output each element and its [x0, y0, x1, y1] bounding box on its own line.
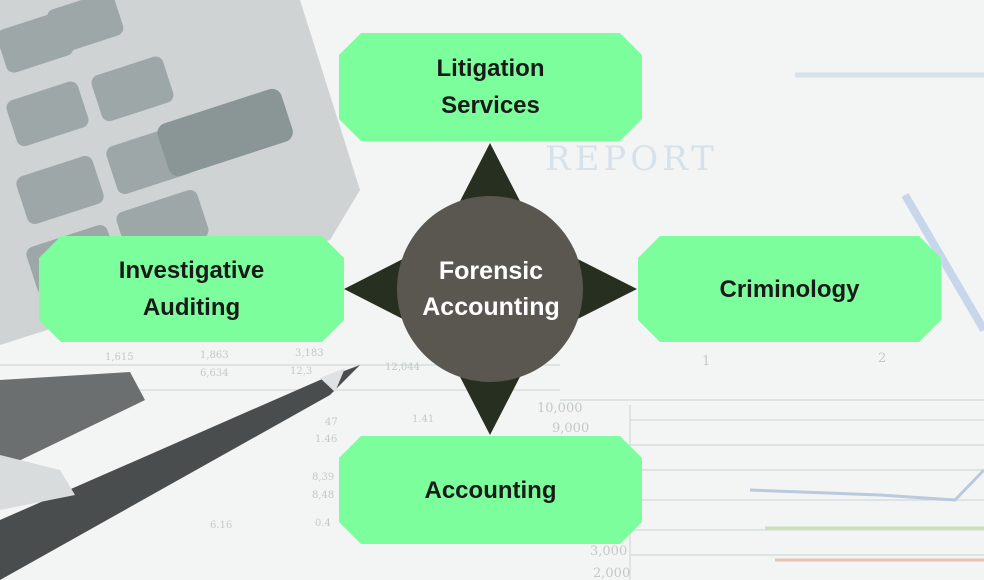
table-value: 3,183 — [295, 348, 324, 359]
table-value: 8,48 — [312, 490, 334, 501]
table-value: 1,615 — [105, 352, 134, 363]
node-investigative-auditing: Investigative Auditing — [39, 236, 344, 342]
report-title-text: REPORT — [545, 139, 718, 179]
table-value: 47 — [325, 417, 338, 428]
table-value: 0.4 — [315, 518, 331, 529]
axis-value-3000: 3,000 — [590, 544, 627, 559]
table-value: 12,044 — [385, 362, 420, 373]
axis-value-10000: 10,000 — [537, 401, 583, 416]
axis-value-2000: 2,000 — [593, 566, 630, 580]
axis-category-2: 2 — [878, 351, 886, 366]
table-value: 1.41 — [412, 414, 434, 425]
node-litigation-services: Litigation Services — [339, 33, 642, 141]
node-criminology: Criminology — [638, 236, 941, 342]
table-value: 12,3 — [290, 366, 312, 377]
node-accounting: Accounting — [339, 436, 642, 544]
table-value: 8,39 — [312, 472, 334, 483]
center-label: Forensic Accounting — [422, 257, 560, 321]
table-value: 1.46 — [315, 434, 337, 445]
pen-illustration — [0, 365, 360, 580]
table-value: 1,863 — [200, 350, 229, 361]
table-value: 6,634 — [200, 368, 229, 379]
center-circle — [397, 196, 583, 382]
table-value: 6.16 — [210, 520, 232, 531]
axis-value-9000: 9,000 — [552, 421, 589, 436]
axis-category-1: 1 — [702, 354, 710, 369]
